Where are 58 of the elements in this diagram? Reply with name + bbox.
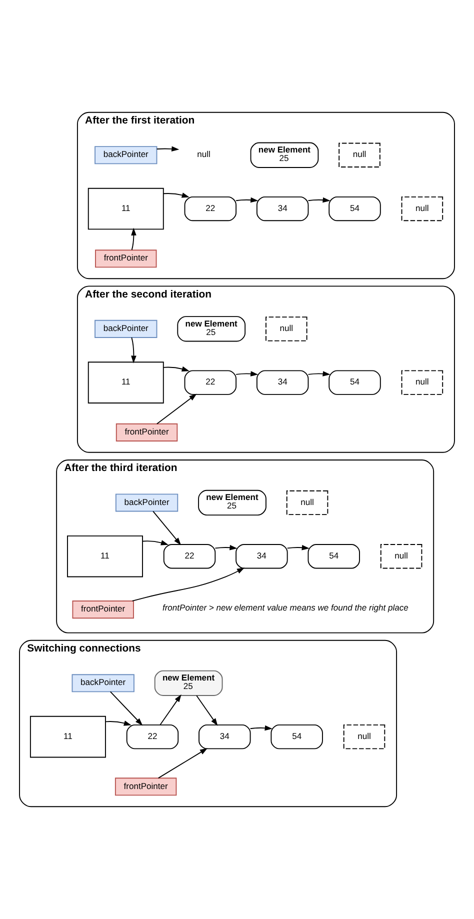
node-box: null — [401, 196, 444, 222]
arrow — [236, 197, 258, 203]
arrow — [132, 568, 245, 602]
arrow — [152, 510, 182, 546]
arrow — [156, 394, 197, 424]
node-text: null — [197, 149, 210, 160]
node-box: 22 — [184, 370, 237, 395]
arrow — [308, 197, 330, 203]
node-box: new Element 25 — [154, 670, 223, 696]
node-box: 54 — [328, 370, 381, 395]
arrow — [163, 366, 190, 372]
node-box: null — [286, 490, 328, 516]
node-box: new Element 25 — [198, 490, 266, 516]
arrow — [158, 748, 208, 779]
node-box: 34 — [198, 724, 251, 750]
node-box: 11 — [88, 188, 164, 230]
arrow — [308, 371, 330, 376]
node-box: 22 — [126, 724, 179, 750]
arrow — [214, 544, 238, 550]
node-box: 11 — [67, 535, 143, 578]
arrow — [156, 146, 180, 152]
node-box: 54 — [328, 196, 381, 222]
node-box: 22 — [163, 544, 216, 569]
node-box: new Element 25 — [177, 316, 246, 342]
node-box: null — [401, 370, 444, 395]
node-box: backPointer — [94, 320, 158, 338]
node-box: 34 — [236, 544, 288, 569]
arrow — [286, 544, 310, 550]
node-box: new Element 25 — [250, 142, 319, 168]
node-box: null — [380, 544, 422, 569]
node-box: 54 — [308, 544, 360, 569]
node-box: 11 — [88, 362, 164, 404]
arrow — [142, 540, 169, 546]
arrow — [160, 694, 182, 726]
label: frontPointer > new element value means we found the right place — [162, 602, 408, 613]
node-box: frontPointer — [95, 250, 157, 268]
arrow — [236, 371, 258, 376]
node-box: frontPointer — [116, 423, 178, 442]
node-box: frontPointer — [114, 778, 177, 796]
node-box: null — [265, 316, 308, 342]
node-box: 22 — [184, 196, 237, 222]
arrow — [131, 337, 136, 364]
node-box: backPointer — [94, 146, 158, 164]
arrow — [196, 695, 218, 726]
arrow — [110, 691, 143, 726]
node-box: backPointer — [72, 674, 134, 692]
arrow — [163, 192, 190, 198]
arrow — [250, 725, 272, 731]
node-box: 11 — [30, 716, 106, 758]
node-box: null — [338, 142, 380, 168]
arrow — [105, 720, 132, 726]
node-box: 34 — [256, 370, 309, 395]
node-box: 54 — [270, 724, 323, 750]
arrow — [131, 228, 136, 250]
node-box: backPointer — [115, 494, 178, 512]
node-box: null — [343, 724, 386, 750]
node-box: 34 — [256, 196, 309, 222]
node-box: frontPointer — [72, 600, 134, 619]
